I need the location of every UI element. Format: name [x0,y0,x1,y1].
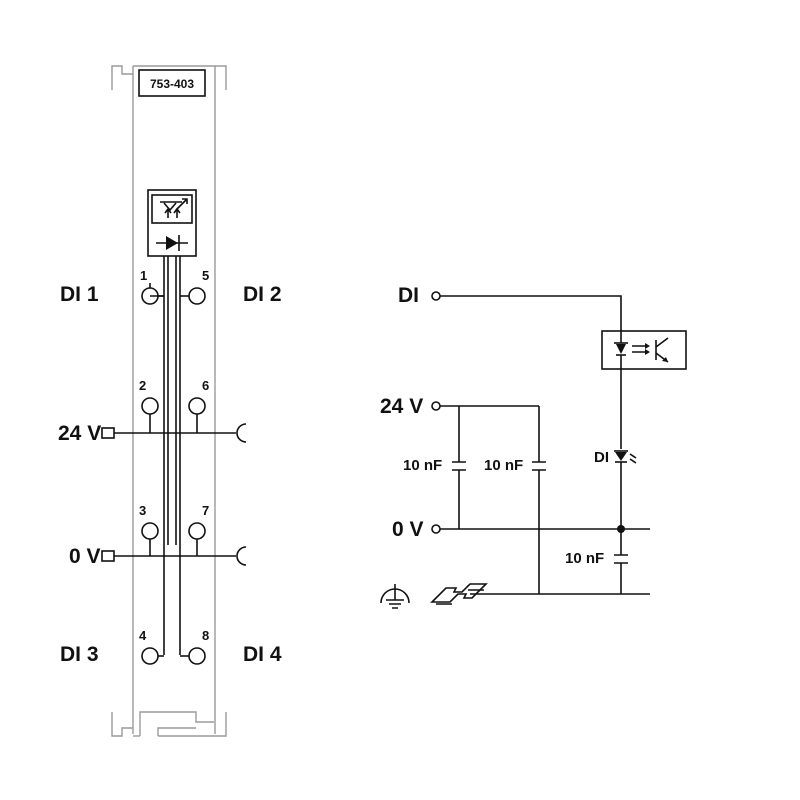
pin-number: 4 [139,628,147,643]
label-di2: DI 2 [243,283,282,306]
optocoupler-icon [160,198,188,218]
label-0v: 0 V [69,545,101,568]
circuit-0v-terminal [431,524,441,534]
capacitor-label: 10 nF [484,457,523,474]
pin-number: 5 [202,268,209,283]
pin-number: 3 [139,503,146,518]
optocoupler-icon [601,330,687,370]
diode-icon [156,235,188,251]
circuit-24v-terminal [431,401,441,411]
module-outline [111,65,227,737]
led-label: DI [594,449,609,466]
label-di4: DI 4 [243,643,282,666]
pin-number: 7 [202,503,209,518]
model-label: 753-403 [150,77,194,91]
rail-24v [101,423,247,443]
pin-number: 2 [139,378,146,393]
capacitor-label: 10 nF [565,550,604,567]
capacitor-icon [452,461,466,471]
model-label-box [138,69,206,97]
internal-bus [163,256,181,655]
capacitor-icon [532,461,546,471]
label-di3: DI 3 [60,643,99,666]
pin-number: 6 [202,378,209,393]
circuit-di-wire [440,295,622,331]
rail-0v [101,546,247,566]
label-di1: DI 1 [60,283,99,306]
din-rail-icon [430,583,488,605]
protective-earth-icon [380,584,410,609]
pin-number: 8 [202,628,209,643]
label-24v: 24 V [58,422,101,445]
circuit-di-terminal [431,291,441,301]
circuit-di-label: DI [398,284,419,307]
terminal-connectors [141,283,206,665]
circuit-24v-label: 24 V [380,395,423,418]
function-block [147,189,197,257]
led-icon [614,450,637,464]
capacitor-label: 10 nF [403,457,442,474]
capacitor-icon [614,554,628,564]
pin-number: 1 [140,268,147,283]
circuit-0v-label: 0 V [392,518,424,541]
